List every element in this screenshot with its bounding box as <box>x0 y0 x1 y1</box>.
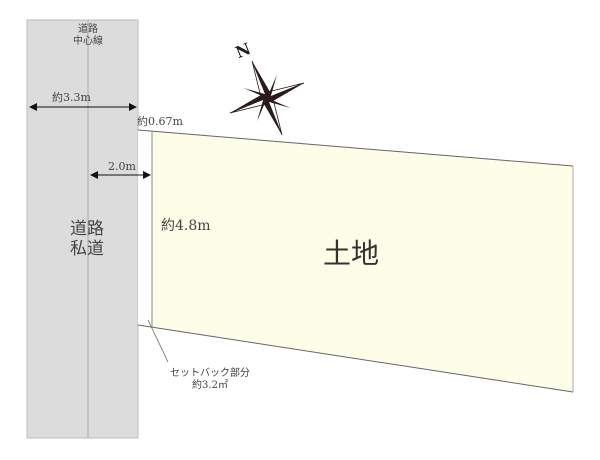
compass-rose-icon <box>229 60 305 136</box>
center-line-label: 道路 中心線 <box>68 24 108 47</box>
setback-area <box>138 130 152 327</box>
center-distance-label: 2.0m <box>108 160 136 173</box>
setback-label-text: セットバック部分 <box>170 368 250 379</box>
road-name-line1: 道路 <box>70 219 104 239</box>
road-width-label: 約3.3m <box>52 91 91 104</box>
land-label: 土地 <box>323 237 380 270</box>
center-line-label-line2: 中心線 <box>73 35 103 47</box>
land-parcel <box>152 131 573 392</box>
road-name-line2: 私道 <box>70 238 104 259</box>
road-area <box>26 19 139 439</box>
frontage-label: 約4.8m <box>161 218 211 234</box>
setback-area-text: 約3.2㎡ <box>192 379 228 391</box>
boundary-line-north <box>137 129 574 167</box>
setback-leader-line <box>147 319 169 363</box>
boundary-line-south <box>137 324 574 393</box>
center-line-label-line1: 道路 <box>78 24 98 35</box>
road-name-label: 道路 私道 <box>70 219 104 259</box>
setback-label: セットバック部分 約3.2㎡ <box>165 368 255 391</box>
setback-top-label: 約0.67m <box>137 115 183 128</box>
